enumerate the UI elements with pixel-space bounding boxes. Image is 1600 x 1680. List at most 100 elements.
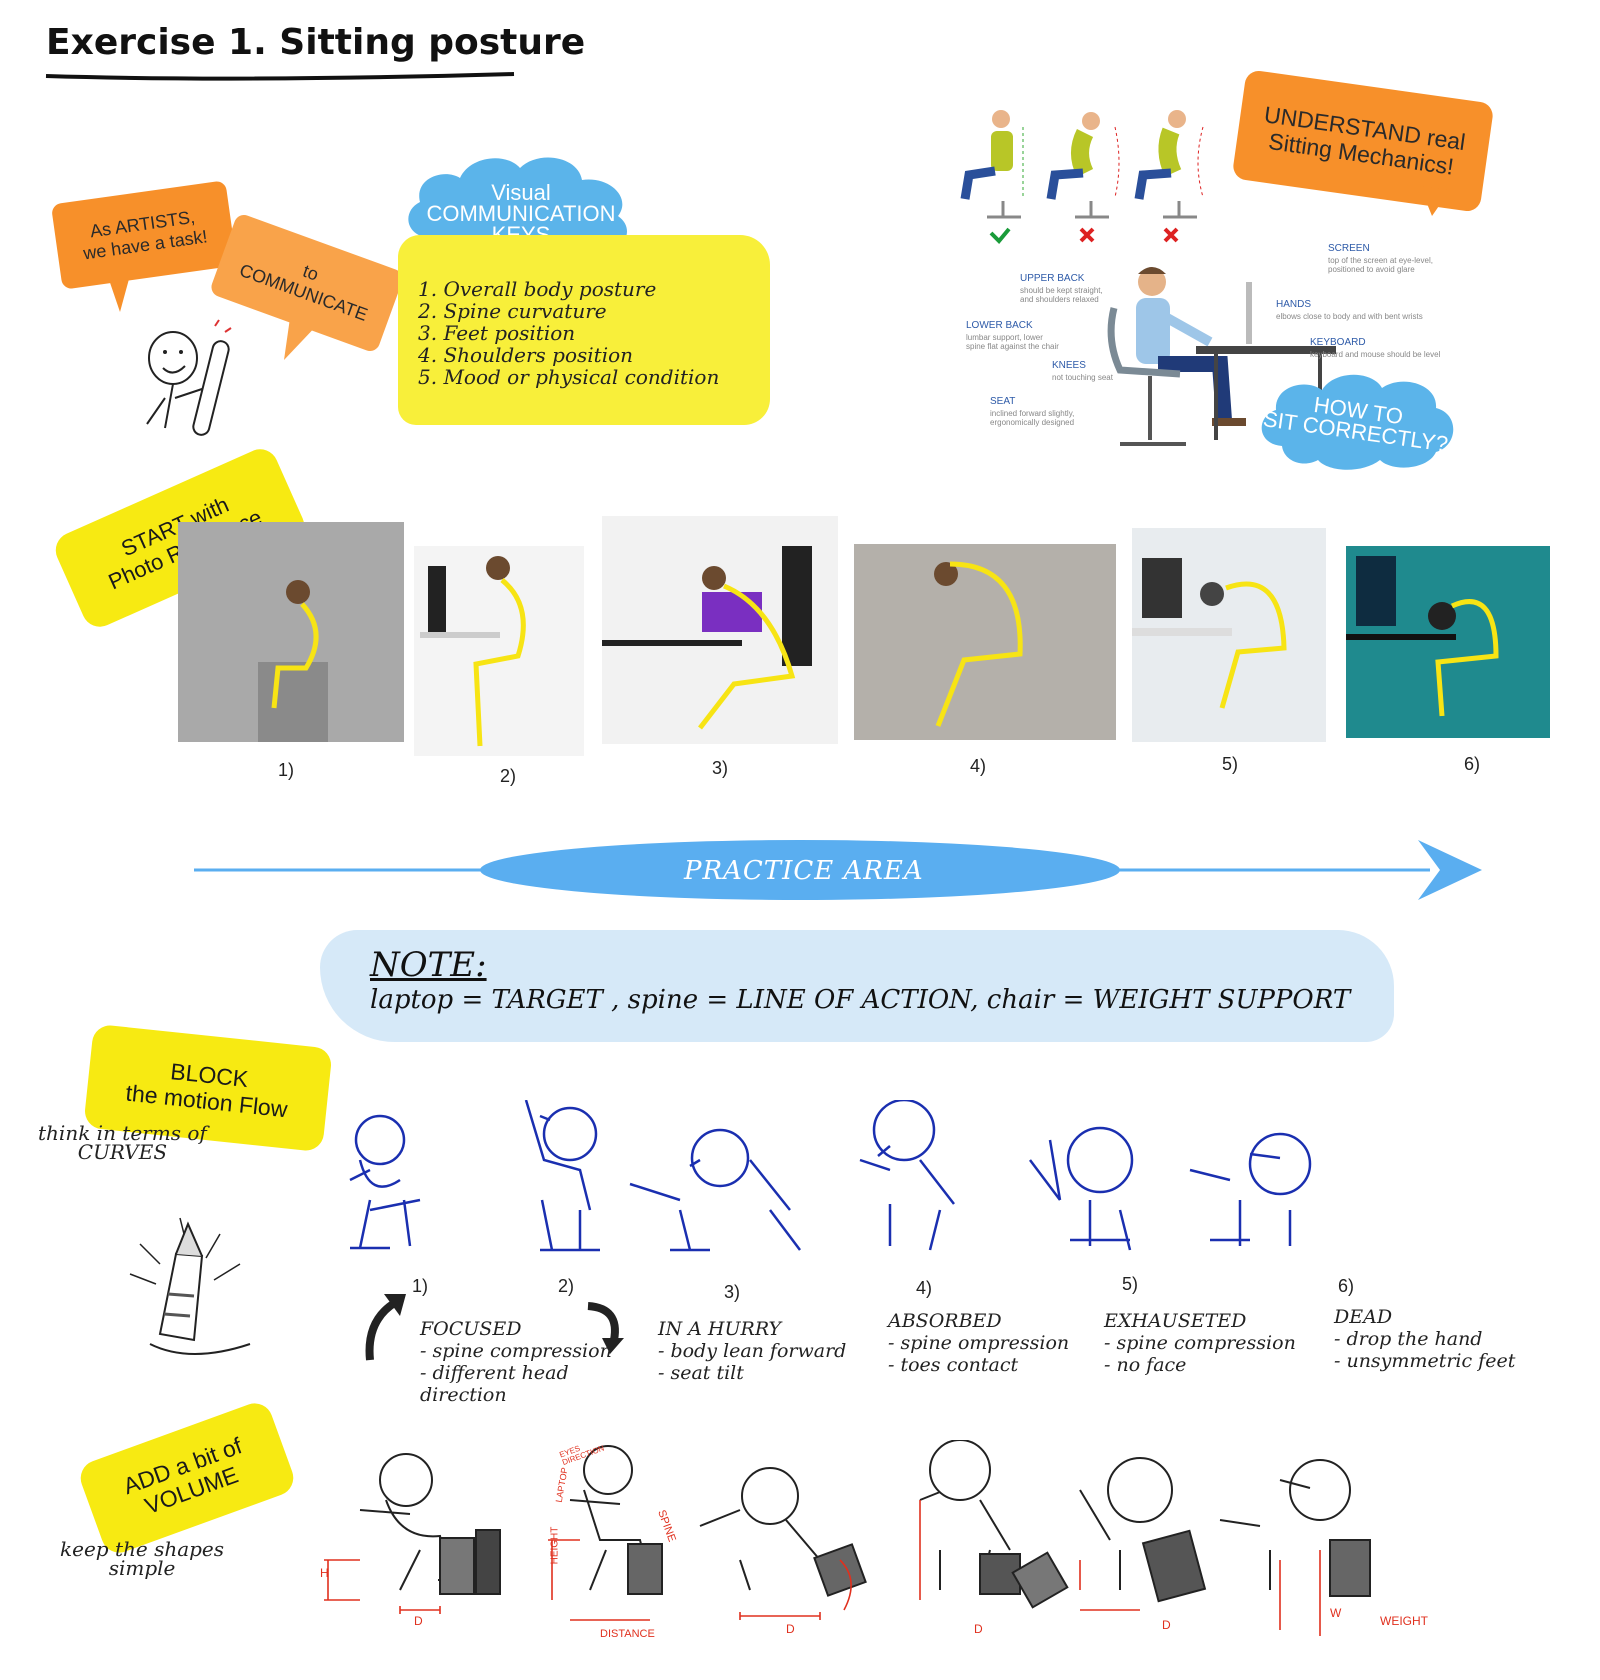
volume-mark-h: H — [320, 1566, 329, 1580]
key-item: 4. Shoulders position — [418, 343, 634, 367]
volume-bubble: ADD a bit of VOLUME — [75, 1398, 299, 1558]
reference-photo-3 — [602, 516, 838, 744]
volume-mark-d: D — [786, 1622, 795, 1636]
cross-icon — [1163, 227, 1179, 243]
caption-line: - seat tilt — [658, 1362, 744, 1384]
infographic-lower-back-sub: lumbar support, lower spine flat against… — [966, 333, 1059, 351]
reference-photo-5 — [1132, 528, 1326, 742]
cross-icon — [1079, 227, 1095, 243]
caption-title: ABSORBED — [888, 1310, 1002, 1332]
artist-doodle-icon — [146, 319, 232, 436]
sketch-caption-focused: FOCUSED - spine compression - different … — [420, 1318, 612, 1406]
motion-sketch-4 — [859, 1100, 955, 1251]
block-bubble-text: BLOCK the motion Flow — [124, 1057, 289, 1123]
posture-figure-wrong-2 — [1134, 110, 1204, 219]
caption-title: IN A HURRY — [658, 1318, 782, 1340]
key-item: 1. Overall body posture — [418, 277, 657, 301]
sketch-caption-hurry: IN A HURRY - body lean forward - seat ti… — [658, 1318, 846, 1384]
infographic-knees-sub: not touching seat — [1052, 373, 1113, 382]
volume-sketch-4 — [919, 1440, 1069, 1609]
posture-figure-correct — [960, 110, 1024, 219]
infographic-upper-back-label: UPPER BACK — [1020, 273, 1085, 284]
caption-line: - spine compression — [1104, 1332, 1296, 1354]
volume-mark-distance: DISTANCE — [600, 1628, 655, 1640]
caption-line: - unsymmetric feet — [1334, 1350, 1516, 1372]
motion-flow-sketches — [349, 1100, 1312, 1252]
motion-sketch-5 — [1029, 1126, 1134, 1251]
reference-photo-4 — [854, 544, 1116, 740]
infographic-screen-label: SCREEN — [1328, 243, 1370, 254]
sketch-caption-dead: DEAD - drop the hand - unsymmetric feet — [1334, 1306, 1515, 1372]
block-hint: think in terms of CURVES — [38, 1121, 207, 1164]
artists-bubble: As ARTISTS, we have a task! — [50, 180, 238, 290]
infographic-hands-sub: elbows close to body and with bent wrist… — [1276, 312, 1423, 321]
infographic-keyboard-sub: keyboard and mouse should be level — [1310, 350, 1441, 359]
sketch-number: 6) — [1338, 1276, 1355, 1296]
infographic-seat-label: SEAT — [990, 396, 1016, 407]
photo-label: 2) — [500, 766, 517, 786]
practice-area-arrow — [194, 840, 1482, 900]
infographic-screen-sub: top of the screen at eye-level, position… — [1328, 256, 1433, 274]
photo-label: 6) — [1464, 754, 1481, 774]
check-icon — [989, 227, 1011, 244]
caption-line: - drop the hand — [1334, 1328, 1483, 1350]
note-title: NOTE: — [370, 945, 487, 985]
caption-title: FOCUSED — [420, 1318, 522, 1340]
infographic-keyboard-label: KEYBOARD — [1310, 337, 1366, 348]
motion-sketch-6 — [1189, 1132, 1312, 1246]
pencil-doodle-icon — [129, 1217, 251, 1355]
sketch-number: 5) — [1122, 1274, 1139, 1294]
photo-label: 3) — [712, 758, 729, 778]
volume-sketch-5 — [1079, 1457, 1207, 1603]
understand-bubble-tail — [1420, 186, 1450, 216]
infographic-lower-back-label: LOWER BACK — [966, 320, 1033, 331]
artists-bubble-text: As ARTISTS, we have a task! — [82, 207, 209, 264]
volume-bubble-text: ADD a bit of VOLUME — [119, 1431, 246, 1520]
reference-photo-6 — [1346, 546, 1550, 738]
volume-hint: keep the shapes simple — [60, 1537, 225, 1580]
caption-title: EXHAUSETED — [1104, 1310, 1247, 1332]
caption-line: - spine compression — [420, 1340, 612, 1362]
practice-area-label: PRACTICE AREA — [684, 856, 924, 886]
key-item: 3. Feet position — [418, 321, 576, 345]
posture-figure-wrong-1 — [1046, 112, 1120, 219]
volume-mark-w: W — [1330, 1606, 1342, 1620]
volume-mark-height: HEIGHT — [549, 1526, 561, 1565]
volume-mark-d: D — [414, 1614, 423, 1628]
reference-photo-1 — [178, 522, 404, 742]
posture-comparison-figures — [960, 110, 1204, 244]
visual-keys-box — [398, 235, 770, 425]
photo-label: 5) — [1222, 754, 1239, 774]
infographic-upper-back-sub: should be kept straight, and shoulders r… — [1020, 286, 1103, 304]
curve-arrow-left-icon — [365, 1294, 406, 1361]
photo-label: 4) — [970, 756, 987, 776]
volume-sketch-2 — [569, 1445, 663, 1595]
caption-line: - toes contact — [888, 1354, 1019, 1376]
title-underline — [45, 72, 515, 81]
caption-title: DEAD — [1334, 1306, 1393, 1328]
caption-line: - no face — [1104, 1354, 1187, 1376]
communicate-bubble-text: to COMMUNICATE — [236, 259, 371, 325]
infographic-seat-sub: inclined forward slightly, ergonomically… — [990, 409, 1075, 427]
infographic-knees-label: KNEES — [1052, 360, 1086, 371]
sketch-caption-absorbed: ABSORBED - spine ompression - toes conta… — [888, 1310, 1069, 1376]
volume-mark-weight: WEIGHT — [1380, 1614, 1428, 1628]
volume-sketch-3 — [699, 1467, 867, 1597]
volume-mark-d: D — [974, 1622, 983, 1636]
key-item: 5. Mood or physical condition — [418, 365, 720, 389]
sketch-caption-exhausted: EXHAUSETED - spine compression - no face — [1104, 1310, 1296, 1376]
sketch-number: 4) — [916, 1278, 933, 1298]
caption-line: - spine ompression — [888, 1332, 1070, 1354]
caption-line: direction — [420, 1384, 507, 1406]
communicate-bubble-tail — [284, 318, 320, 360]
photo-label: 1) — [278, 760, 295, 780]
note-box — [320, 930, 1394, 1042]
motion-sketch-1 — [349, 1114, 421, 1250]
visual-keys-list: 1. Overall body posture 2. Spine curvatu… — [418, 278, 719, 388]
how-to-sit-cloud — [1261, 374, 1454, 470]
page-title: Exercise 1. Sitting posture — [46, 22, 586, 63]
infographic-hands-label: HANDS — [1276, 299, 1312, 310]
volume-mark-d: D — [1162, 1618, 1171, 1632]
artists-bubble-tail — [105, 268, 132, 312]
sketch-number: 3) — [724, 1282, 741, 1302]
